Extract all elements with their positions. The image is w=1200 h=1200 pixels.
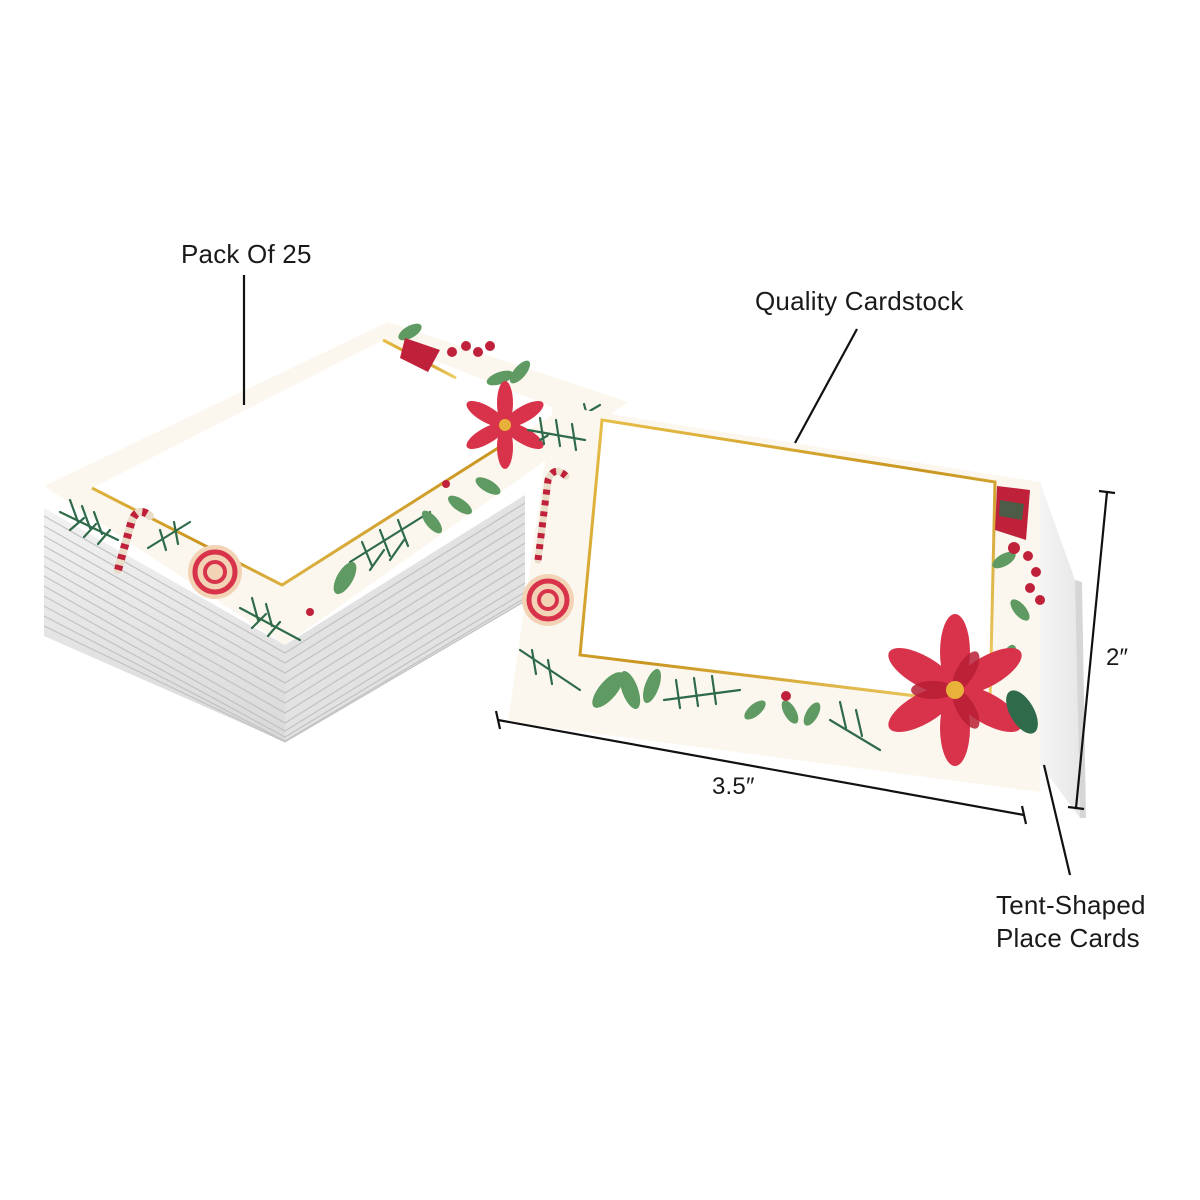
pack-count-label: Pack Of 25 [181,239,312,269]
tent-candy-canes [534,467,570,564]
width-dimension-cap-right [1020,805,1028,825]
tent-pine-left [518,416,882,752]
height-dimension-cap-bottom [1067,805,1085,811]
tent-shape-label-line2: Place Cards [996,922,1140,953]
tent-card-back [1040,482,1080,818]
tent-holly-leaf [1006,690,1038,734]
tent-card [508,405,1086,818]
cardstock-quality-label: Quality Cardstock [755,286,964,316]
tent-poinsettia [888,614,1022,766]
tent-shape-label: Tent-Shaped Place Cards [996,889,1146,954]
callout-lines [242,275,1072,876]
stack-lollipop [188,545,242,599]
stack-layer-lines [43,502,526,743]
stack-pine-right [238,510,432,642]
stack-poinsettia [466,381,544,469]
stack-pine-left [58,498,192,552]
stack-ribbon [400,338,440,372]
height-dimension [1067,489,1116,811]
width-dimension-cap-left [494,710,502,730]
tent-shape-label-line1: Tent-Shaped [996,890,1146,920]
width-dimension [494,710,1028,825]
height-dimension-cap-top [1098,489,1116,495]
tent-berries [781,542,1045,701]
tent-card-back-edge [1075,580,1086,818]
height-dimension-label: 2″ [1106,644,1129,671]
stack-berries [306,341,495,616]
quality-callout-line [794,328,858,444]
width-dimension-label: 3.5″ [712,773,755,800]
stack-leaves [333,323,531,595]
stack-top-card-center [92,340,560,585]
tent-card-center [580,420,995,705]
height-dimension-line [1074,491,1109,809]
tent-ribbon [995,486,1030,540]
tent-callout-line [1042,764,1072,876]
stack-gold-frame [91,446,499,587]
card-stack [43,322,628,743]
stack-candy-cane [114,507,154,574]
tent-lollipop [522,574,574,626]
width-dimension-line [497,718,1025,817]
